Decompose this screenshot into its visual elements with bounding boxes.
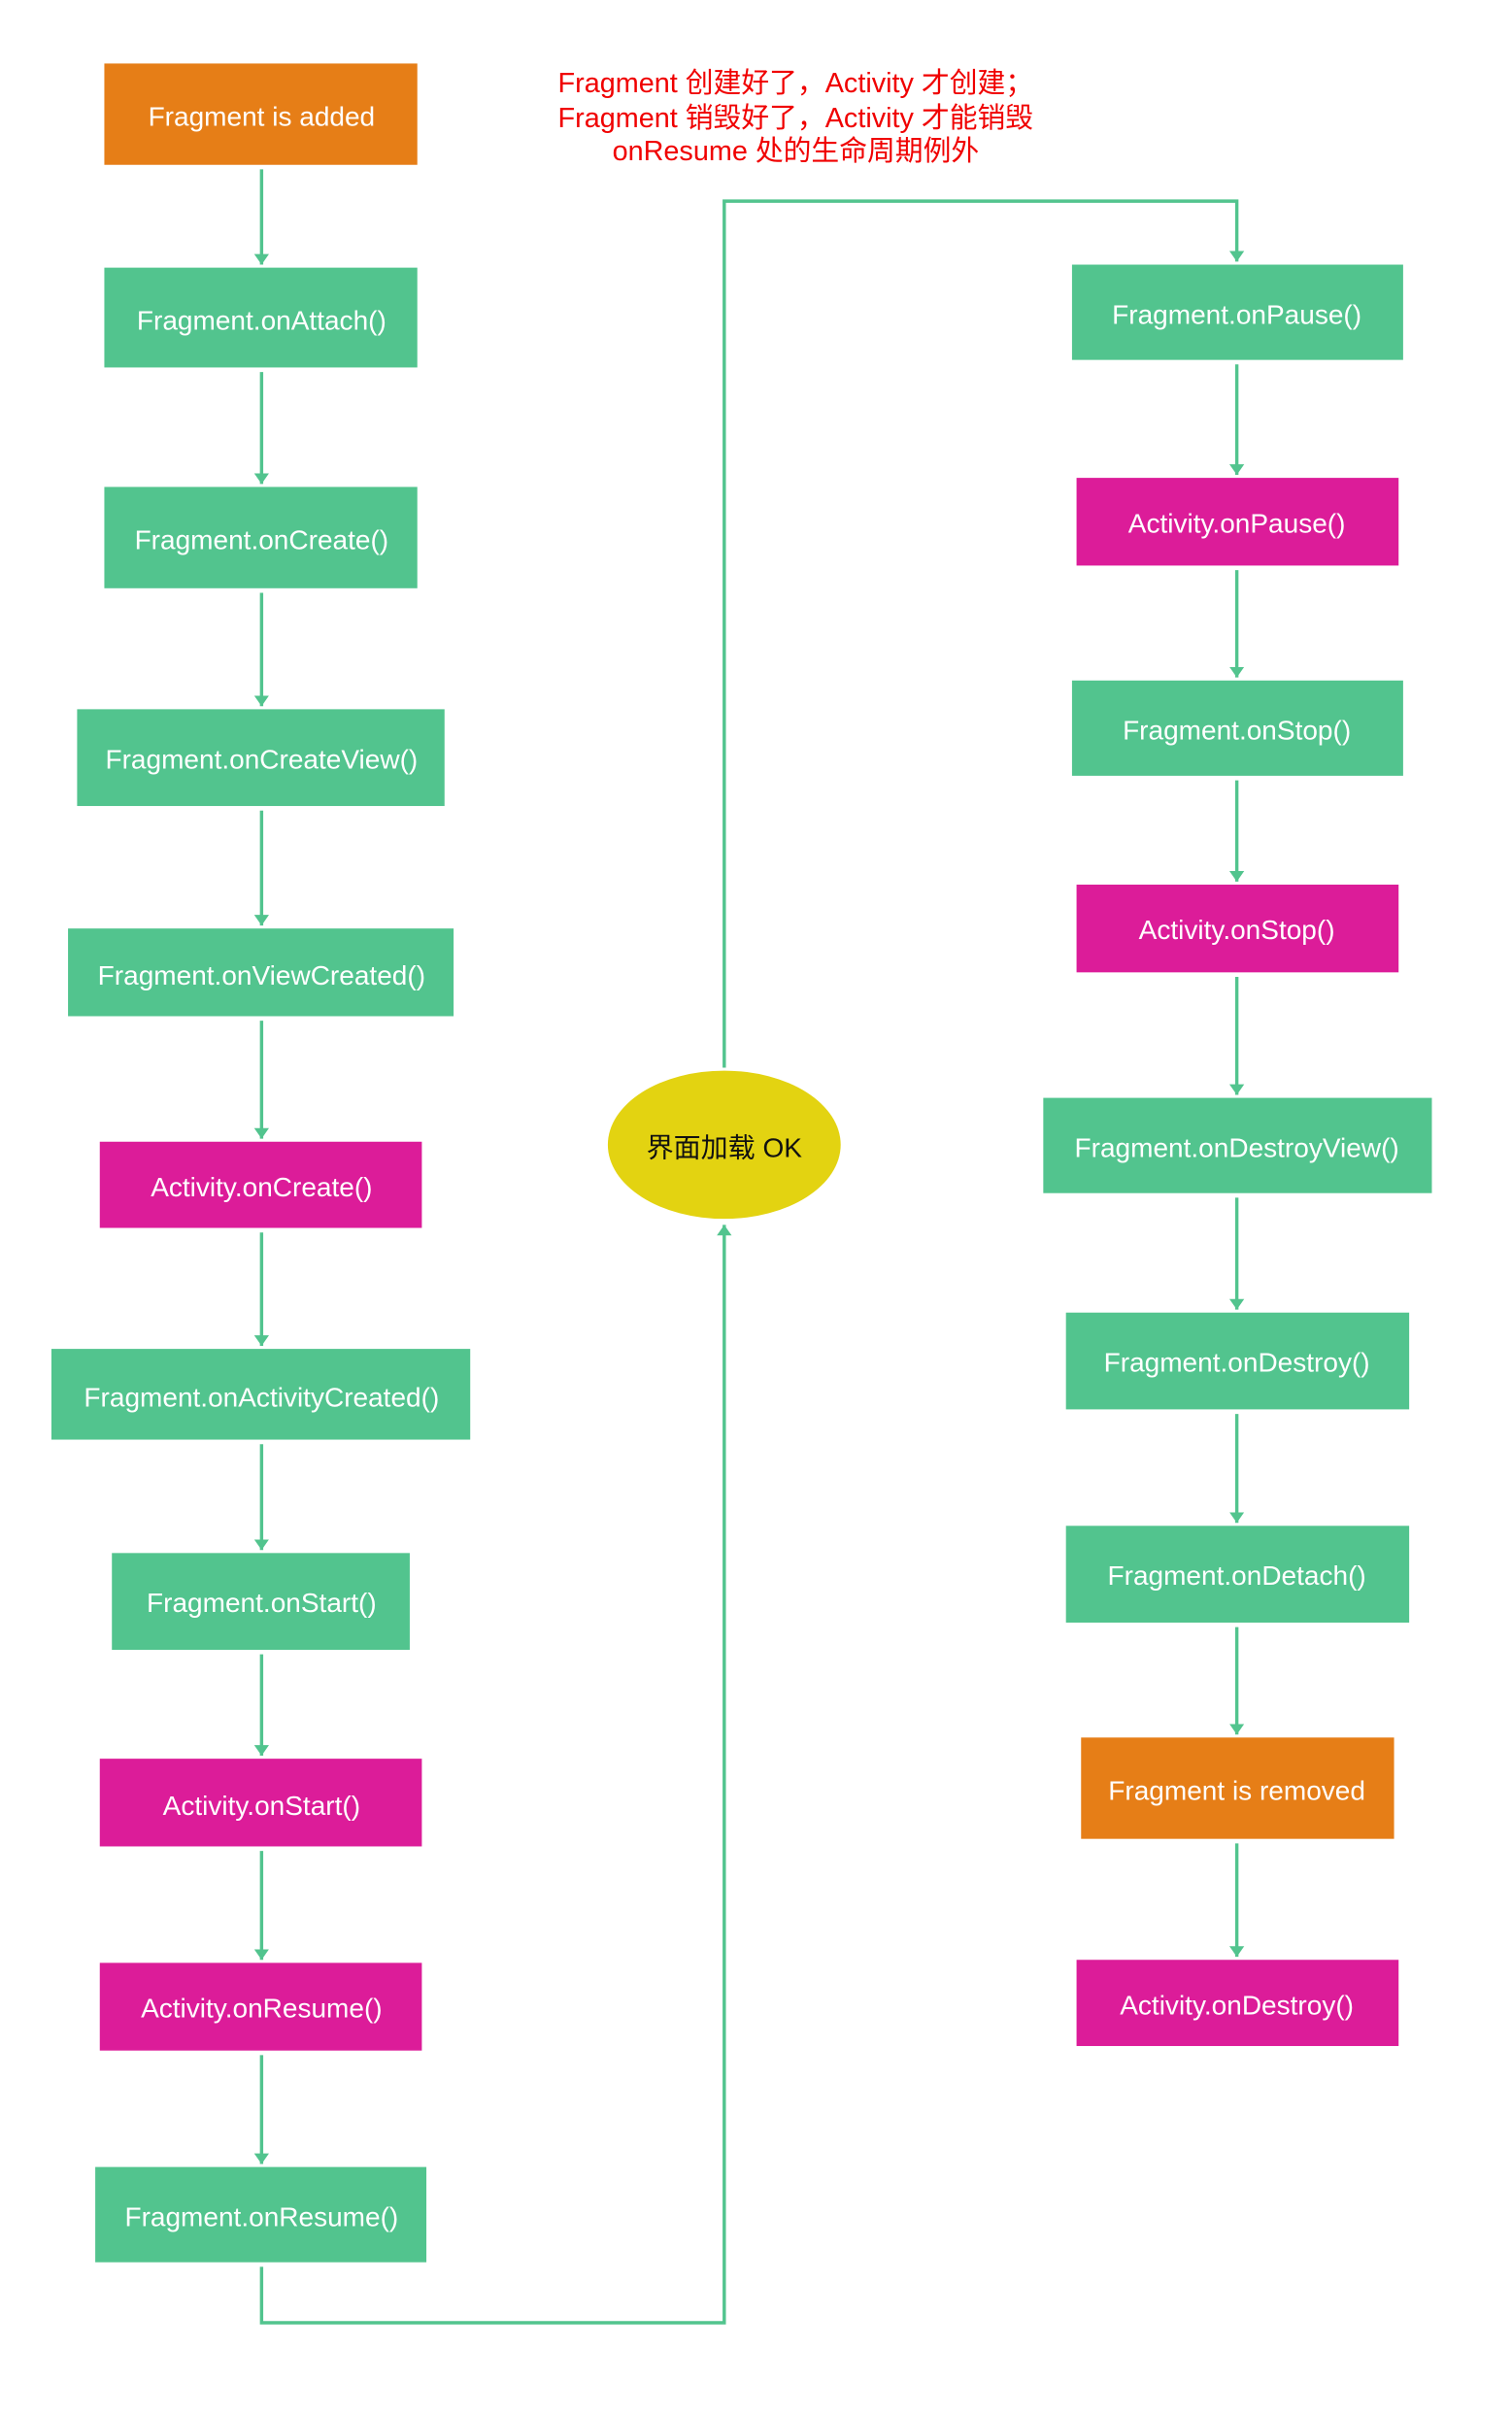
node-fragment-onactivitycreated: Fragment.onActivityCreated()	[50, 1349, 471, 1440]
note-line-2: Fragment 销毁好了，Activity 才能销毁	[558, 103, 1034, 134]
node-fragment-onviewcreated: Fragment.onViewCreated()	[68, 928, 454, 1017]
node-fragment-onattach: Fragment.onAttach()	[104, 267, 418, 368]
node-fragment-onresume: Fragment.onResume()	[95, 2166, 427, 2263]
node-label: Activity.onStop()	[1139, 915, 1335, 945]
node-fragment-onstop: Fragment.onStop()	[1071, 680, 1403, 776]
node-fragment-oncreate: Fragment.onCreate()	[104, 486, 418, 588]
node-label: Fragment.onResume()	[124, 2201, 398, 2231]
note-line-1: Fragment 创建好了，Activity 才创建；	[558, 68, 1034, 99]
node-label: Fragment.onStart()	[147, 1588, 377, 1618]
node-label: Activity.onResume()	[141, 1994, 383, 2024]
node-label: Fragment.onDetach()	[1108, 1560, 1366, 1591]
node-activity-onstart: Activity.onStart()	[99, 1759, 422, 1847]
node-activity-onstop: Activity.onStop()	[1076, 885, 1399, 973]
node-fragment-ondestroy: Fragment.onDestroy()	[1065, 1312, 1410, 1410]
node-label: Fragment is removed	[1108, 1775, 1365, 1805]
node-label: Fragment.onCreateView()	[105, 744, 418, 774]
node-ui-loaded: 界面加载 OK	[607, 1070, 841, 1220]
node-label: Activity.onStart()	[163, 1791, 360, 1821]
node-label: Activity.onPause()	[1128, 508, 1346, 538]
left-connectors	[253, 169, 1245, 2325]
node-label: Fragment.onCreate()	[135, 524, 389, 554]
node-fragment-oncreateview: Fragment.onCreateView()	[77, 709, 445, 807]
node-label: Fragment.onDestroy()	[1104, 1348, 1370, 1378]
node-label: 界面加载 OK	[647, 1132, 803, 1162]
node-label: Fragment.onAttach()	[137, 306, 386, 336]
node-label: Fragment is added	[149, 101, 376, 131]
node-activity-oncreate: Activity.onCreate()	[99, 1141, 422, 1228]
node-activity-onpause: Activity.onPause()	[1076, 478, 1399, 566]
node-fragment-ondetach: Fragment.onDetach()	[1065, 1526, 1410, 1623]
node-activity-ondestroy: Activity.onDestroy()	[1076, 1960, 1399, 2047]
node-label: Fragment.onActivityCreated()	[84, 1382, 439, 1412]
node-activity-onresume: Activity.onResume()	[99, 1962, 422, 2051]
node-fragment-added: Fragment is added	[104, 63, 418, 165]
node-fragment-removed: Fragment is removed	[1081, 1737, 1394, 1839]
node-fragment-onstart: Fragment.onStart()	[112, 1553, 410, 1651]
note-line-3: onResume 处的生命周期例外	[613, 136, 980, 167]
node-fragment-ondestroyview: Fragment.onDestroyView()	[1043, 1097, 1432, 1193]
node-label: Fragment.onPause()	[1112, 299, 1361, 329]
node-label: Fragment.onDestroyView()	[1075, 1132, 1399, 1162]
node-label: Activity.onCreate()	[151, 1172, 372, 1202]
node-fragment-onpause: Fragment.onPause()	[1071, 264, 1403, 360]
node-label: Activity.onDestroy()	[1120, 1990, 1354, 2020]
node-label: Fragment.onStop()	[1123, 716, 1351, 746]
node-label: Fragment.onViewCreated()	[98, 960, 425, 990]
